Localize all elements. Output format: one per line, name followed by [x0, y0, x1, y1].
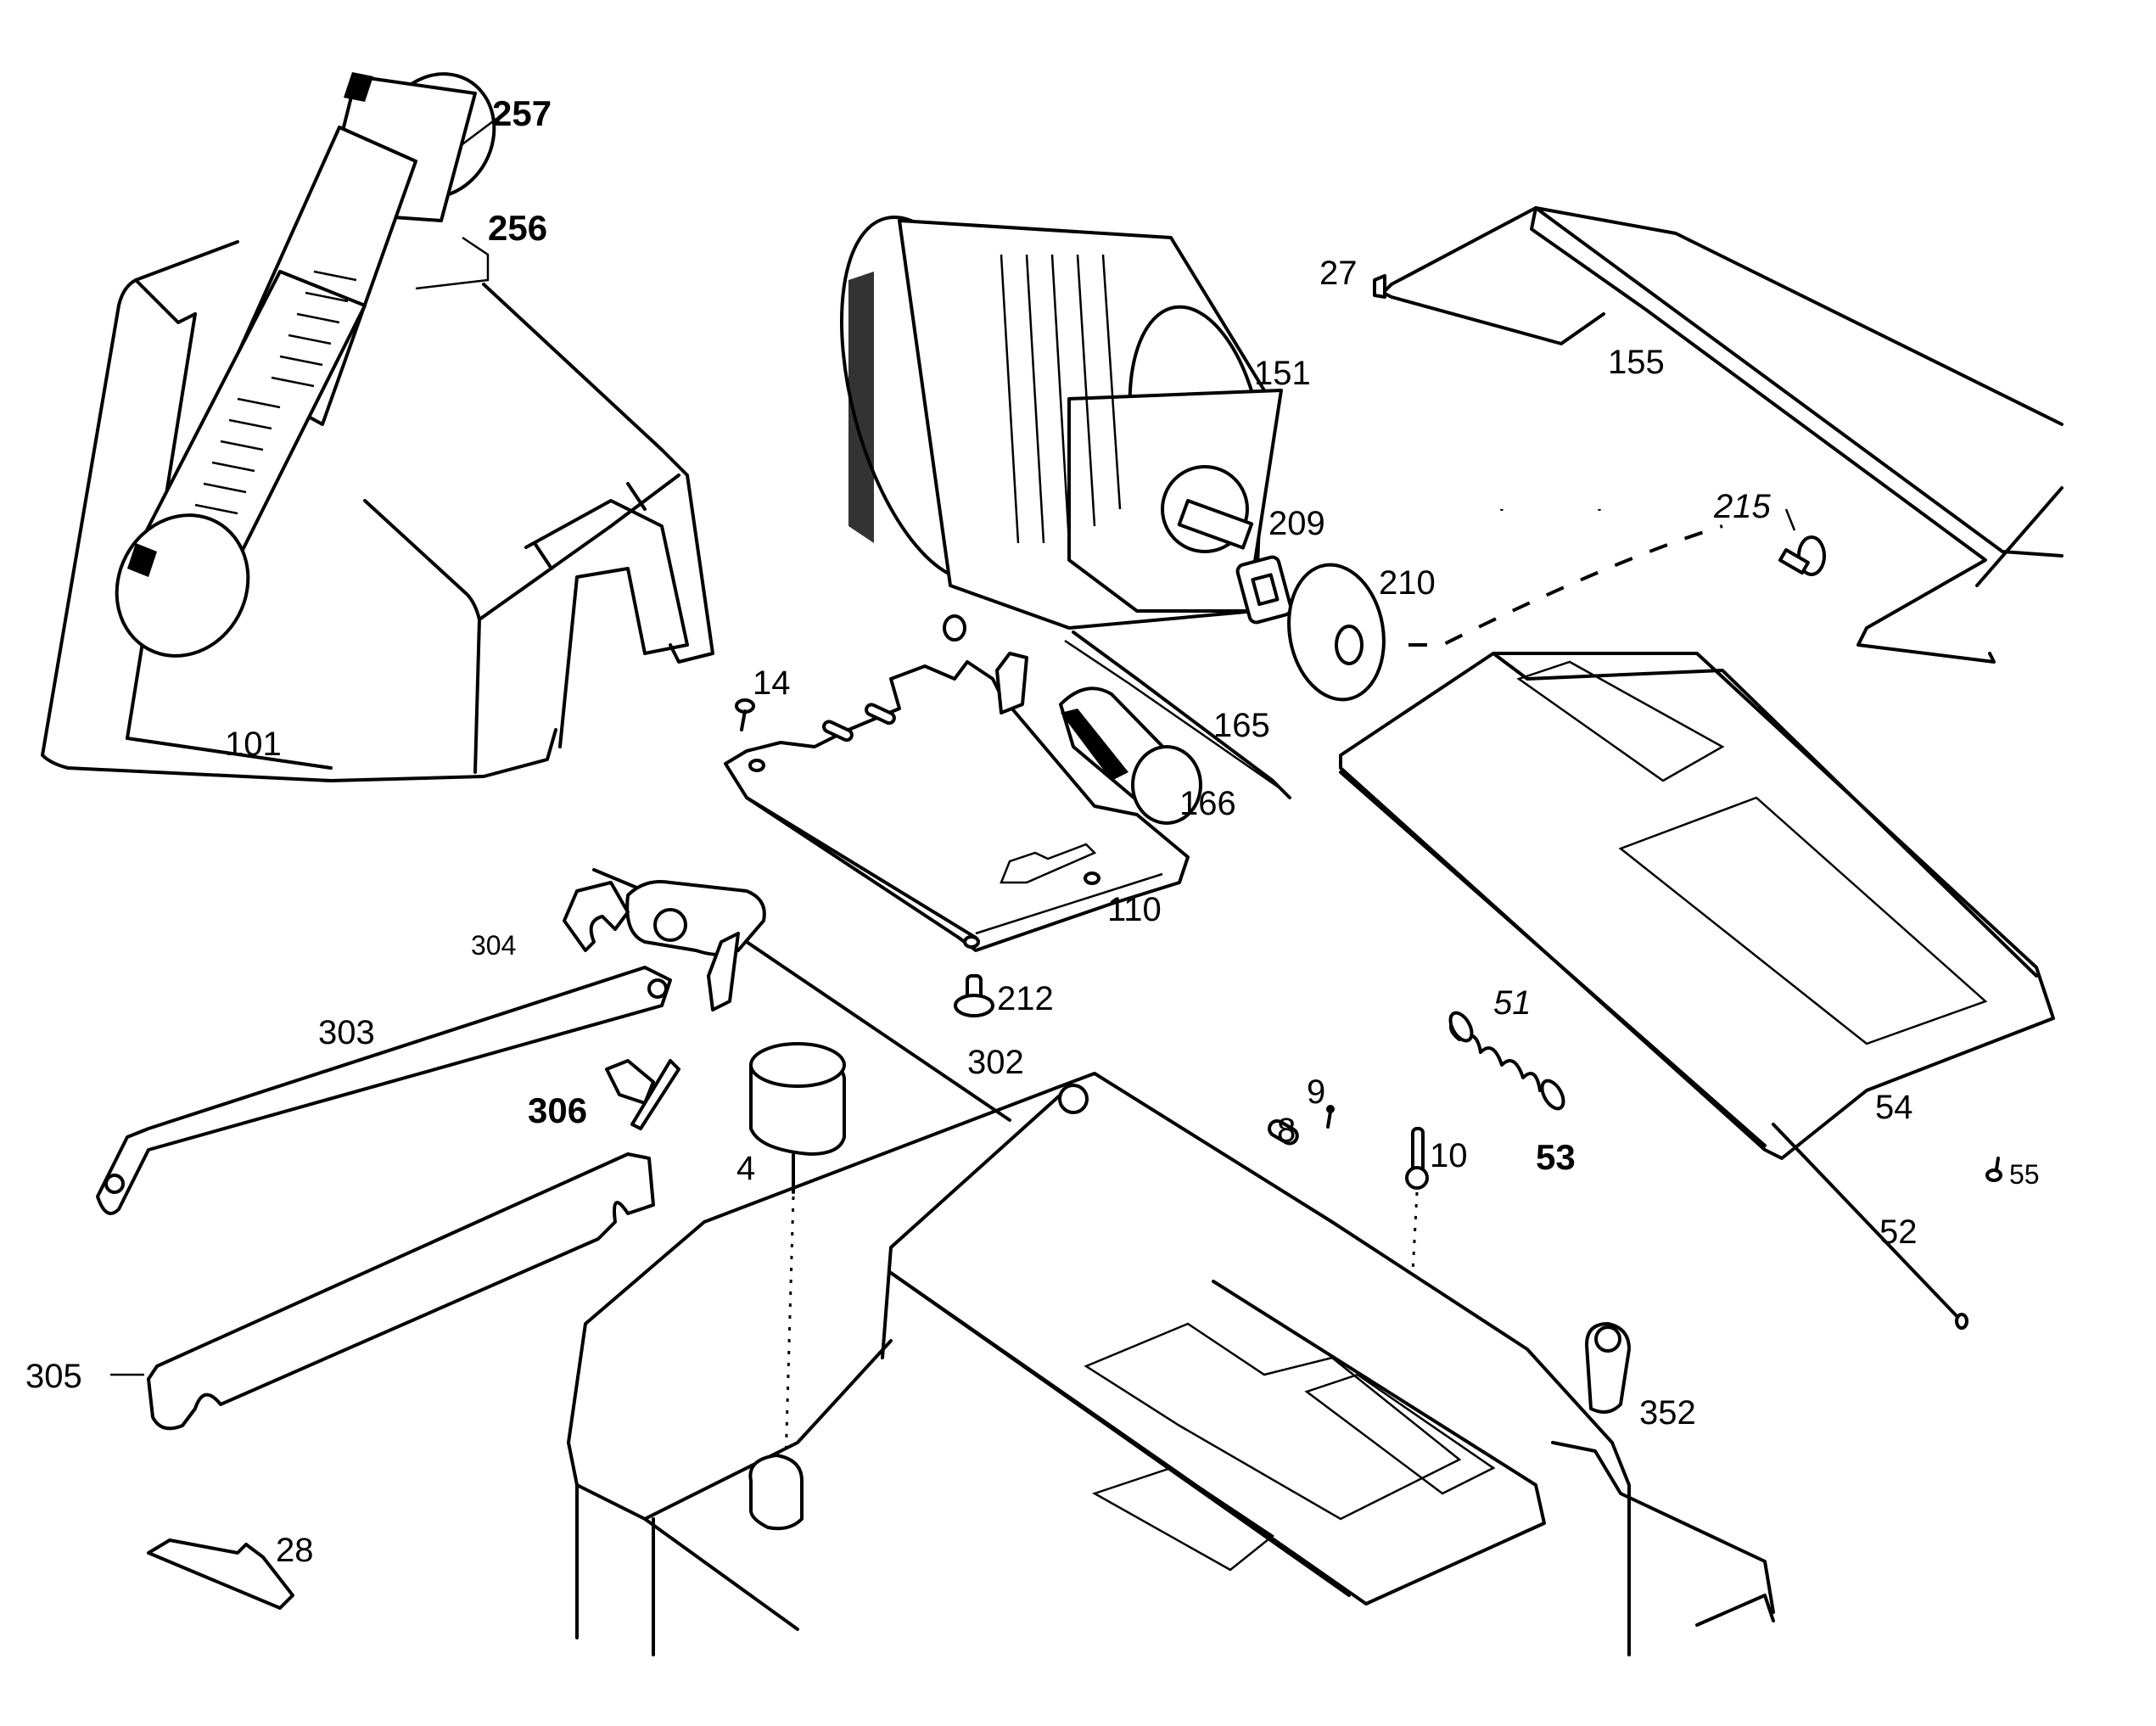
part-52-axle [1772, 1123, 1968, 1330]
part-55-screw [1985, 1157, 2002, 1182]
label-304: 304 [471, 930, 516, 961]
label-212: 212 [997, 980, 1054, 1017]
label-101: 101 [225, 726, 282, 763]
part-54-tray [1339, 652, 2055, 1160]
part-305-handle [147, 1152, 655, 1431]
part-352-bushing [1585, 1322, 1631, 1414]
label-4: 4 [736, 1150, 755, 1187]
label-209: 209 [1268, 505, 1325, 542]
part-151-motor [840, 216, 1283, 630]
label-110: 110 [1107, 891, 1162, 928]
part-304-clip [563, 881, 630, 952]
label-55: 55 [2009, 1159, 2040, 1190]
label-302: 302 [967, 1044, 1024, 1081]
main-housing [567, 1072, 1775, 1656]
part-28-plate [147, 1538, 294, 1610]
label-10: 10 [1430, 1137, 1468, 1174]
part-53-spring [1448, 1011, 1565, 1111]
label-306: 306 [528, 1090, 587, 1130]
label-51: 51 [1493, 984, 1532, 1022]
label-14: 14 [753, 664, 791, 702]
part-110-plate [724, 614, 1190, 952]
label-27: 27 [1319, 255, 1358, 292]
label-165: 165 [1213, 707, 1270, 744]
label-9: 9 [1307, 1073, 1325, 1111]
part-101-hood [41, 240, 714, 782]
label-28: 28 [276, 1532, 314, 1569]
part-165-wire [1064, 630, 1291, 799]
part-215-screw [1778, 508, 1826, 576]
part-4-knob [749, 1042, 846, 1494]
label-215: 215 [1713, 488, 1771, 525]
part-306-bracket [605, 1059, 680, 1130]
part-8-washer [1268, 1119, 1299, 1146]
label-8: 8 [1277, 1112, 1296, 1149]
label-151: 151 [1254, 355, 1311, 392]
label-53: 53 [1536, 1137, 1576, 1177]
label-257: 257 [492, 93, 552, 133]
part-166-capacitor [1059, 686, 1202, 825]
part-303-lever [96, 966, 672, 1215]
part-209-washer [1235, 555, 1293, 625]
label-52: 52 [1879, 1213, 1918, 1251]
label-210: 210 [1379, 564, 1436, 602]
part-9-pin [1326, 1105, 1335, 1129]
label-256: 256 [488, 208, 547, 248]
label-155: 155 [1608, 344, 1665, 381]
belt-guide-line [1408, 524, 1723, 647]
label-352: 352 [1639, 1394, 1696, 1432]
part-302-shaft [592, 868, 1011, 1122]
label-166: 166 [1179, 785, 1236, 822]
label-305: 305 [25, 1358, 82, 1395]
part-155-belt [1498, 356, 1604, 511]
part-10-screw [1405, 1127, 1429, 1274]
part-256-257-hose [115, 72, 497, 658]
part-27-top-panel [1373, 206, 2064, 664]
part-212-bolt [954, 974, 994, 1017]
part-210-pulley [1287, 563, 1386, 702]
part-14-rivet [735, 698, 755, 731]
label-54: 54 [1875, 1089, 1913, 1126]
label-303: 303 [318, 1014, 375, 1051]
